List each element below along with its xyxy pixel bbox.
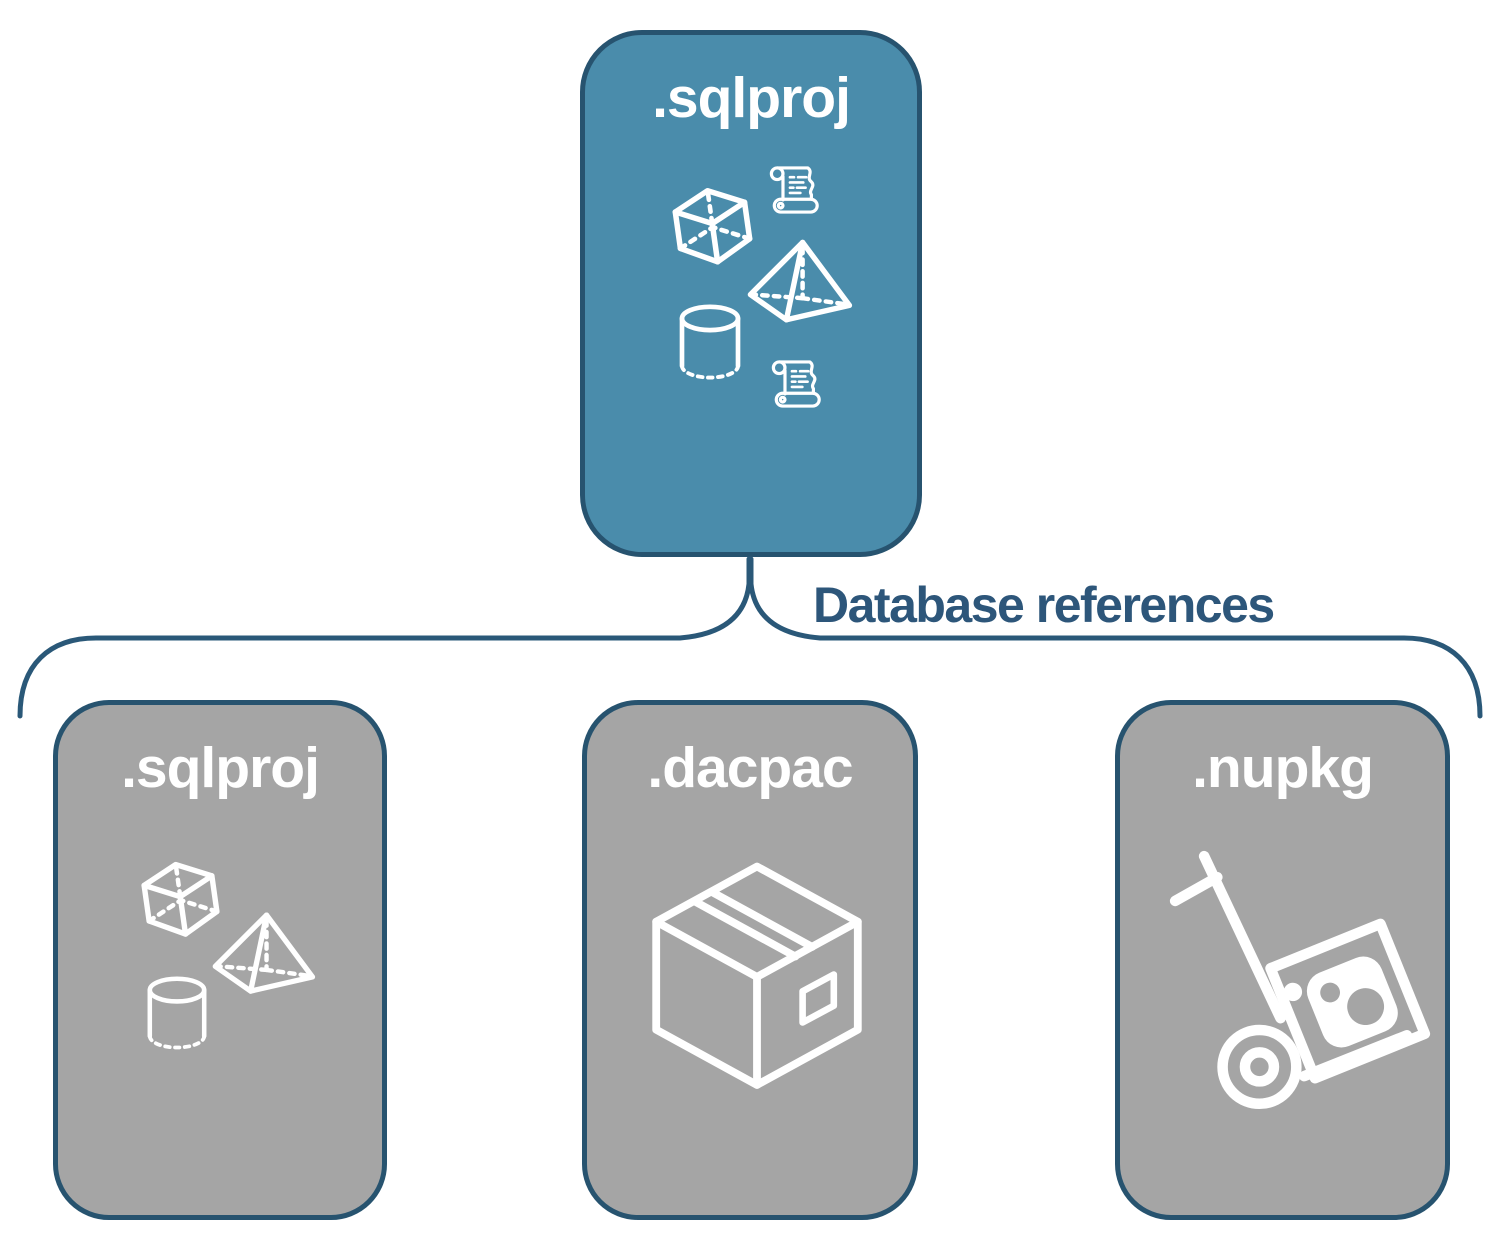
cylinder-icon [675, 301, 745, 381]
cylinder-icon [143, 973, 211, 1051]
node-title: .sqlproj [652, 66, 851, 130]
connector-label: Database references [813, 577, 1275, 633]
node-title: .sqlproj [121, 736, 320, 800]
node-dacpac-reference: .dacpac [582, 700, 918, 1220]
node-title: .dacpac [647, 736, 853, 800]
node-sqlproj-reference: .sqlproj [53, 700, 387, 1220]
cube-icon [665, 183, 761, 275]
node-sqlproj-source: .sqlproj [580, 30, 922, 557]
scroll-icon [767, 353, 825, 415]
pyramid-icon [745, 235, 853, 329]
pyramid-icon [210, 908, 316, 1000]
node-title: .nupkg [1192, 736, 1374, 800]
brace-connector [17, 556, 1483, 719]
node-nupkg-reference: .nupkg [1115, 700, 1450, 1220]
hand-truck-package-icon [1162, 843, 1457, 1113]
cube-icon [134, 857, 228, 947]
scroll-icon [765, 159, 823, 221]
package-box-icon [637, 837, 877, 1112]
